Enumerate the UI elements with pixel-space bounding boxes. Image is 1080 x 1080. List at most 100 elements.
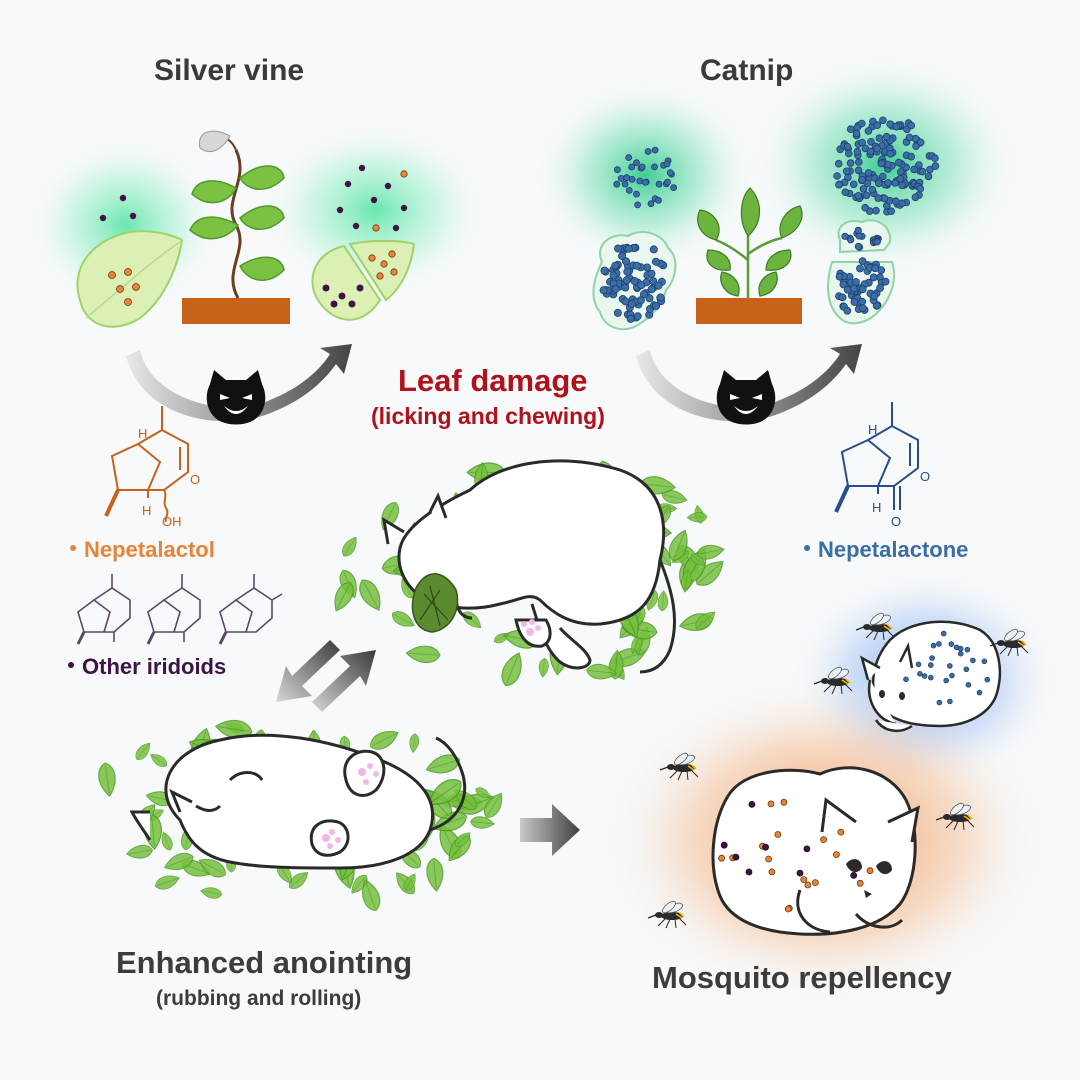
silver-vine-intact-leaf: [76, 230, 184, 328]
emitted-compound-dot: [623, 267, 632, 276]
emitted-compound-dot: [854, 166, 863, 175]
emitted-compound-dot: [636, 296, 645, 305]
emitted-compound-dot: [642, 178, 649, 186]
nepetalactol-h-bottom: H: [142, 503, 151, 518]
catnip-leaf-dots: [599, 243, 668, 323]
emitted-compound-dot: [720, 841, 728, 849]
emitted-compound-dot: [864, 127, 873, 135]
emitted-compound-dot: [915, 661, 922, 668]
emitted-compound-dot: [921, 673, 928, 679]
emitted-compound-dot: [963, 666, 970, 673]
leaf-icon: [354, 575, 387, 615]
emitted-compound-dot: [820, 836, 827, 843]
emitted-compound-dot: [866, 147, 875, 156]
big-cat-repellent-dots: [718, 798, 874, 913]
emitted-compound-dot: [911, 193, 920, 202]
emitted-compound-dot: [647, 200, 655, 208]
emitted-compound-dot: [628, 175, 636, 183]
emitted-compound-dot: [609, 271, 618, 280]
nepetalactone-dot: [804, 545, 810, 552]
emitted-compound-dot: [907, 152, 915, 161]
small-cat-blue-face: [879, 690, 905, 700]
emitted-compound-dot: [638, 163, 646, 171]
emitted-compound-dot: [856, 264, 864, 273]
emitted-compound-dot: [930, 642, 937, 649]
emitted-compound-dot: [663, 160, 671, 168]
emitted-compound-dot: [649, 245, 658, 254]
nepetalactone-text: Nepetalactone: [818, 537, 969, 562]
emitted-compound-dot: [844, 149, 853, 158]
catnip-cycle-arrow: [636, 344, 862, 422]
emitted-compound-dot: [634, 201, 641, 209]
rolling-cat: [129, 733, 467, 870]
emitted-compound-dot: [656, 293, 665, 302]
emitted-compound-dot: [929, 655, 935, 661]
anointing-double-arrow: [276, 640, 376, 712]
emitted-compound-dot: [916, 138, 925, 147]
emitted-compound-dot: [856, 879, 864, 887]
nepetalactone-label: Nepetalactone: [804, 537, 968, 563]
big-cat-repellent: [711, 766, 920, 936]
rolling-cat-paw-pads: [322, 763, 379, 849]
emitted-compound-dot: [940, 630, 947, 637]
catnip-label: Catnip: [700, 54, 794, 87]
emitted-compound-dot: [862, 191, 871, 200]
leaf-icon: [338, 533, 361, 560]
catnip-emitted-dots-left: [613, 146, 677, 209]
emitted-compound-dot: [854, 158, 863, 166]
leaf-icon: [469, 815, 496, 831]
nepetalactol-text: Nepetalactol: [84, 537, 215, 562]
emitted-compound-dot: [666, 169, 674, 177]
emitted-compound-dot: [847, 236, 855, 244]
emitted-compound-dot: [670, 184, 677, 192]
emitted-compound-dot: [917, 670, 923, 677]
emitted-compound-dot: [655, 196, 662, 204]
chewing-cat-paw-pads: [521, 619, 541, 636]
emitted-compound-dot: [873, 144, 881, 153]
emitted-compound-dot: [936, 699, 943, 706]
emitted-compound-dot: [916, 184, 925, 193]
other-iridoids-label: Other iridoids: [68, 654, 226, 680]
emitted-compound-dot: [903, 676, 909, 683]
emitted-compound-dot: [858, 176, 867, 184]
emitted-compound-dot: [850, 872, 858, 879]
leaf-icon: [147, 750, 170, 770]
emitted-compound-dot: [835, 180, 843, 189]
emitted-compound-dot: [957, 650, 964, 657]
emitted-compound-dot: [842, 167, 851, 176]
emitted-compound-dot: [633, 312, 642, 321]
leaf-icon: [657, 590, 669, 612]
emitted-compound-dot: [894, 158, 903, 167]
other-iridoids-structures: [76, 574, 283, 645]
emitted-compound-dot: [946, 663, 953, 669]
emitted-compound-dot: [838, 293, 847, 302]
emitted-compound-dot: [718, 854, 725, 862]
emitted-compound-dot: [877, 159, 886, 168]
other-iridoids-dot: [68, 662, 74, 669]
emitted-compound-dot: [924, 172, 933, 181]
emitted-compound-dot: [884, 179, 892, 187]
emitted-compound-dot: [618, 251, 627, 260]
emitted-compound-dot: [655, 180, 663, 188]
emitted-compound-dot: [841, 232, 849, 240]
emitted-compound-dot: [843, 142, 852, 151]
chewed-leaves-in-mouth: [411, 573, 459, 633]
nepetalactone-h-top: H: [868, 422, 877, 437]
enhanced-anointing-title: Enhanced anointing: [116, 945, 413, 980]
emitted-compound-dot: [984, 676, 991, 683]
emitted-compound-dot: [837, 828, 845, 836]
emitted-compound-dot: [846, 159, 855, 167]
emitted-compound-dot: [943, 677, 949, 684]
emitted-compound-dot: [664, 178, 671, 186]
nepetalactone-o-ring: O: [920, 469, 930, 484]
emitted-compound-dot: [869, 273, 878, 282]
emitted-compound-dot: [645, 294, 654, 303]
leaf-icon: [537, 657, 550, 679]
emitted-compound-dot: [748, 801, 756, 808]
leaf-icon: [132, 739, 154, 763]
emitted-compound-dot: [866, 867, 874, 875]
catnip-intact-leaf: [592, 231, 677, 331]
silver-vine-damaged-leaf: [311, 239, 416, 321]
emitted-compound-dot: [774, 831, 782, 838]
emitted-compound-dot: [874, 194, 882, 202]
